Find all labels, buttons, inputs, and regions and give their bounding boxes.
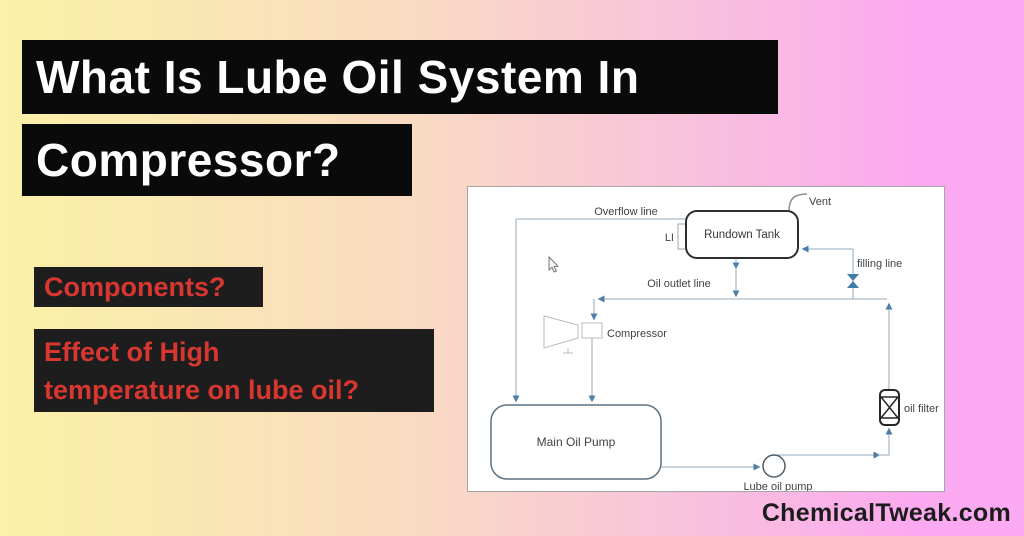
oil-outlet-line-label: Oil outlet line	[647, 278, 711, 290]
compressor-bearing-box	[581, 322, 603, 339]
compressor-label: Compressor	[607, 328, 667, 340]
title-line-1-box: What Is Lube Oil System In	[22, 40, 778, 114]
lube-oil-pump-shape	[762, 454, 786, 478]
lube-oil-system-diagram: Overflow line Vent LI Rundown Tank filli…	[490, 193, 939, 491]
lube-oil-pump-label: Lube oil pump	[743, 481, 812, 491]
compressor-shape	[543, 315, 603, 354]
compressor-body	[543, 315, 579, 349]
title-line-2-box: Compressor?	[22, 124, 412, 196]
overflow-line-label: Overflow line	[594, 206, 658, 218]
site-watermark: ChemicalTweak.com	[761, 499, 1011, 527]
rundown-tank-label: Rundown Tank	[704, 229, 780, 241]
question-components-text: Components?	[44, 272, 226, 302]
title-line-1: What Is Lube Oil System In	[36, 51, 640, 103]
filling-line-valve	[847, 274, 859, 288]
title-line-2: Compressor?	[36, 134, 341, 186]
rundown-tank-shape	[685, 210, 799, 259]
question-temperature-box: Effect of High temperature on lube oil?	[34, 329, 434, 412]
oil-filter-shape	[879, 389, 900, 426]
diagram-panel: Overflow line Vent LI Rundown Tank filli…	[467, 186, 945, 492]
vent-line	[788, 193, 808, 212]
valve-lower-triangle	[847, 281, 859, 288]
main-oil-pump-shape	[490, 404, 662, 480]
question-components-box: Components?	[34, 267, 263, 307]
question-temperature-line1: Effect of High	[44, 337, 220, 367]
main-oil-pump-label: Main Oil Pump	[537, 435, 616, 449]
compressor-foot	[563, 348, 573, 354]
vent-label: Vent	[809, 196, 831, 208]
oil-filter-cross	[880, 396, 899, 419]
filling-line-label: filling line	[857, 258, 902, 270]
oil-filter-label: oil filter	[904, 403, 939, 415]
filter-inlet-line	[877, 427, 893, 456]
level-indicator-bracket	[677, 223, 686, 250]
mouse-cursor-icon	[548, 255, 560, 273]
level-indicator-label: LI	[665, 232, 674, 244]
valve-upper-triangle	[847, 274, 859, 281]
question-temperature-line2: temperature on lube oil?	[44, 375, 360, 405]
piping-lines	[512, 218, 893, 471]
